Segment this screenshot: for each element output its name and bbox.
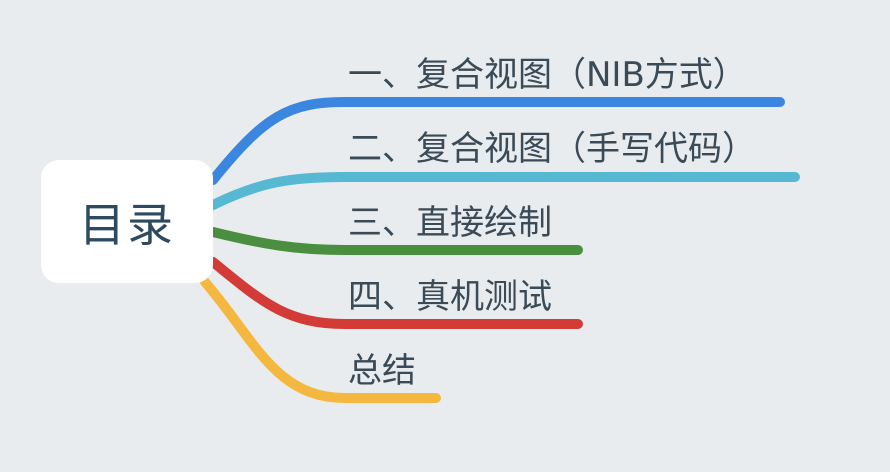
branch-label-4[interactable]: 四、真机测试: [348, 277, 552, 317]
root-node[interactable]: 目录: [41, 160, 213, 283]
branch-line-1: [208, 97, 785, 185]
branch-label-3[interactable]: 三、直接绘制: [348, 203, 552, 243]
root-label: 目录: [79, 197, 175, 252]
branch-line-4: [208, 257, 583, 329]
branch-line-2: [208, 172, 800, 210]
branch-label-2[interactable]: 二、复合视图（手写代码）: [348, 129, 756, 169]
branch-line-5: [200, 277, 441, 403]
branch-label-1[interactable]: 一、复合视图（NIB方式）: [348, 55, 747, 95]
branch-line-3: [208, 227, 583, 255]
branch-label-5[interactable]: 总结: [348, 351, 416, 391]
